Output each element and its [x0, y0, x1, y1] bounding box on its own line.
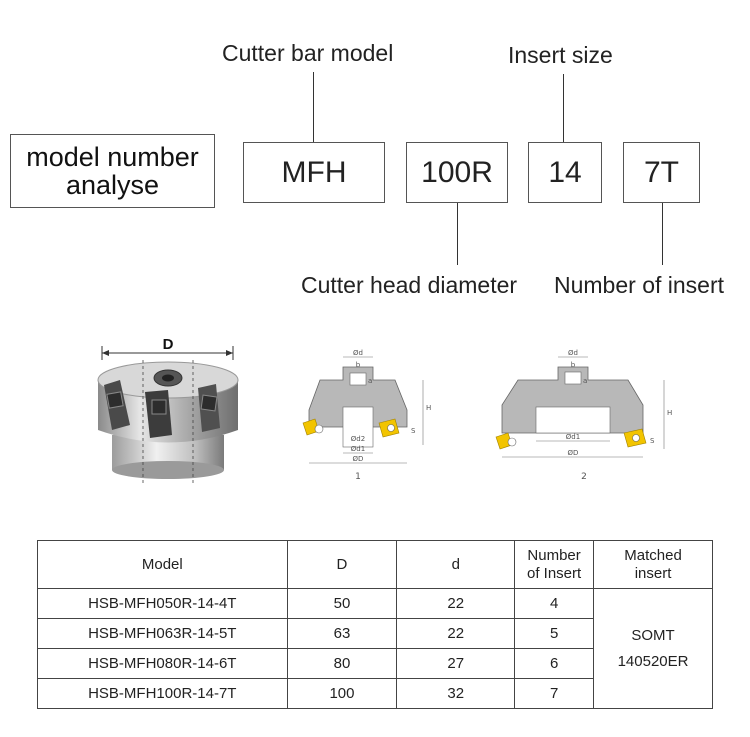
cell-model: HSB-MFH080R-14-6T	[37, 648, 288, 679]
diagram1-label-d: Ød	[353, 349, 363, 357]
photo-dimension-label: D	[163, 336, 174, 353]
code-box-insert-size: 14	[528, 142, 602, 203]
cell-inserts: 7	[514, 678, 595, 709]
connector-line-insert-size	[563, 74, 564, 142]
label-cutter-bar-model: Cutter bar model	[222, 40, 394, 66]
diagram2-label-b: b	[571, 361, 576, 369]
code-number-insert: 7T	[643, 155, 679, 189]
label-insert-size: Insert size	[508, 42, 613, 68]
diagram1-label-H: H	[426, 404, 431, 412]
technical-drawing-2: Ød b a H S Ød1 ØD 2	[495, 349, 672, 482]
cell-inserts: 5	[514, 618, 595, 649]
diagram1-label-b: b	[356, 361, 361, 369]
connector-line-head-diameter	[457, 203, 458, 265]
technical-drawing-1: Ød b a Ød2 H S Ød1 ØD 1	[302, 349, 431, 482]
cell-D: 50	[286, 588, 398, 619]
header-matched-insert: Matched insert	[593, 540, 713, 589]
cell-D: 100	[286, 678, 398, 709]
cell-d: 22	[396, 618, 516, 649]
code-head-diameter: 100R	[421, 155, 493, 189]
cell-model: HSB-MFH063R-14-5T	[37, 618, 288, 649]
diagram1-number: 1	[355, 472, 361, 482]
code-cutter-bar: MFH	[281, 155, 347, 189]
title-line-2: analyse	[65, 170, 160, 200]
header-number-of-insert: Number of Insert	[514, 540, 595, 589]
connector-line-cutter-bar	[313, 72, 314, 142]
code-box-cutter-bar: MFH	[243, 142, 385, 203]
diagram2-label-a: a	[583, 377, 587, 385]
cell-inserts: 4	[514, 588, 595, 619]
cutter-head-photo: D	[97, 336, 239, 485]
title-line-1: model number	[26, 142, 199, 172]
cell-d: 22	[396, 588, 516, 619]
diagram2-label-H: H	[667, 409, 672, 417]
cell-D: 80	[286, 648, 398, 679]
code-box-number-insert: 7T	[623, 142, 700, 203]
table-row: HSB-MFH050R-14-4T 50 22 4 SOMT 140520ER	[37, 588, 713, 709]
diagram1-label-a: a	[368, 377, 372, 385]
cell-d: 32	[396, 678, 516, 709]
diagram1-label-d1: Ød1	[351, 445, 365, 453]
header-d: d	[396, 540, 516, 589]
table-header-row: Model D d Number of Insert Matched inser…	[37, 540, 713, 589]
cell-D: 63	[286, 618, 398, 649]
model-number-title: model number analyse	[10, 134, 215, 208]
cell-model: HSB-MFH100R-14-7T	[37, 678, 288, 709]
diagram1-label-d2: Ød2	[351, 435, 365, 443]
specification-table: Model D d Number of Insert Matched inser…	[37, 540, 713, 709]
connector-line-number-insert	[662, 203, 663, 265]
header-model: Model	[37, 540, 288, 589]
diagram2-label-d: Ød	[568, 349, 578, 357]
header-D: D	[286, 540, 398, 589]
diagram1-label-S: S	[411, 427, 416, 435]
code-insert-size: 14	[548, 155, 582, 189]
cell-d: 27	[396, 648, 516, 679]
diagram2-label-d1: Ød1	[566, 433, 580, 441]
code-box-head-diameter: 100R	[406, 142, 508, 203]
table-row: HSB-MFH100R-14-7T 100 32 7	[37, 678, 713, 709]
diagram2-number: 2	[581, 472, 587, 482]
diagram2-label-D: ØD	[568, 449, 579, 457]
table-row: HSB-MFH063R-14-5T 63 22 5	[37, 618, 713, 649]
cell-model: HSB-MFH050R-14-4T	[37, 588, 288, 619]
diagram2-label-S: S	[650, 437, 655, 445]
diagram1-label-D: ØD	[353, 455, 364, 463]
cell-matched-insert: SOMT 140520ER	[593, 588, 713, 709]
cell-inserts: 6	[514, 648, 595, 679]
label-number-of-insert: Number of insert	[554, 272, 725, 298]
label-cutter-head-diameter: Cutter head diameter	[301, 272, 518, 298]
